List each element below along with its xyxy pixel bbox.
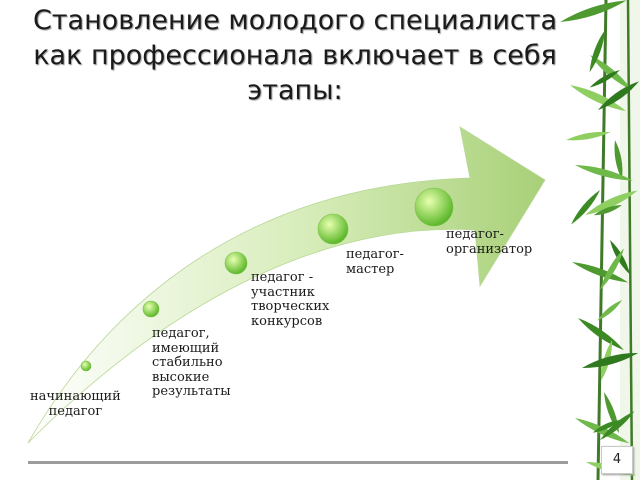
bamboo-leaf — [614, 140, 623, 180]
bamboo-leaf — [592, 420, 620, 433]
bamboo-leaf — [600, 248, 624, 290]
page-number: 4 — [612, 452, 622, 467]
title-line-2: как профессионала включает в себя — [33, 40, 557, 71]
bamboo-leaf — [582, 352, 639, 369]
stage-dot-master — [317, 213, 349, 245]
stage-label-master-teacher: педагог-мастер — [346, 247, 404, 277]
bamboo-leaf — [566, 131, 611, 141]
bamboo-leaf — [597, 300, 622, 321]
stage-dot-beginner — [80, 360, 92, 372]
bamboo-leaf — [572, 262, 629, 283]
stage-dot-contest — [224, 251, 248, 275]
bamboo-leaf — [598, 81, 639, 110]
bamboo-leaf — [593, 205, 622, 216]
bottom-divider — [28, 461, 568, 464]
bamboo-leaf — [585, 190, 638, 215]
bamboo-leaf — [600, 411, 635, 440]
bamboo-leaf — [589, 30, 605, 73]
bamboo-leaf — [578, 318, 624, 351]
bamboo-leaf — [571, 190, 600, 225]
stage-label-organizer-teacher: педагог-организатор — [446, 227, 533, 257]
bamboo-leaf — [570, 85, 627, 112]
title-line-1: Становление молодого специалиста — [32, 5, 558, 36]
bamboo-leaf — [575, 165, 633, 181]
stage-dot-organizer — [414, 187, 454, 227]
page-number-badge: 4 — [601, 446, 633, 474]
bamboo-leaf — [575, 418, 630, 444]
bamboo-leaf — [590, 55, 633, 91]
stage-dot-stable-results — [142, 300, 160, 318]
bamboo-leaf — [560, 0, 627, 22]
bamboo-stem — [626, 0, 634, 480]
title-line-3: этапы: — [247, 75, 343, 106]
bamboo-leaf — [589, 70, 620, 88]
